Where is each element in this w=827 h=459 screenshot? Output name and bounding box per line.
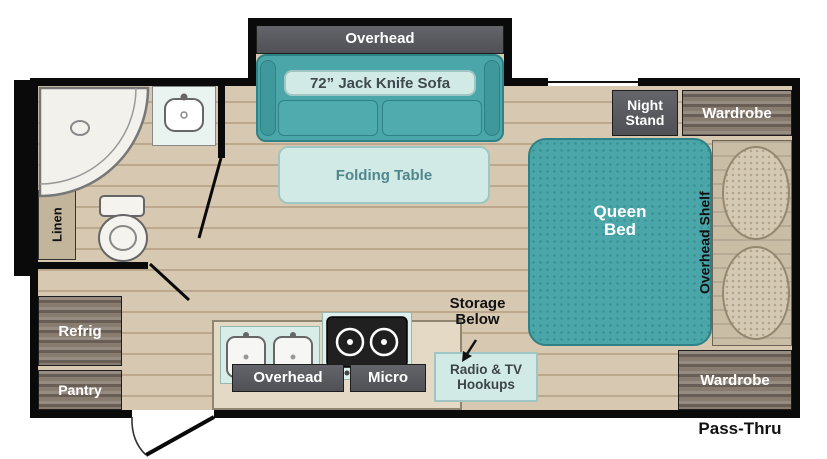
wall-right (792, 78, 800, 418)
wardrobe-top-label: Wardrobe (702, 104, 772, 122)
refrigerator: Refrig (38, 296, 122, 366)
wall-bottom-right (214, 410, 800, 418)
sofa-armrest-left (260, 60, 276, 136)
folding-table: Folding Table (278, 146, 490, 204)
window-top (548, 78, 638, 86)
sofa-overhead-cabinet: Overhead (256, 24, 504, 54)
wall-left (30, 78, 38, 418)
slideout-wall-left (248, 18, 256, 86)
pillow (722, 246, 790, 340)
night-stand: Night Stand (612, 90, 678, 136)
pantry: Pantry (38, 370, 122, 410)
radio-tv-hookups: Radio & TV Hookups (434, 352, 538, 402)
jack-knife-sofa: 72” Jack Knife Sofa (256, 54, 504, 142)
shower-icon (38, 86, 150, 200)
toilet-icon (90, 194, 160, 266)
wall-top-left (30, 78, 252, 86)
refrig-label: Refrig (58, 322, 102, 340)
slideout-wall-right (504, 18, 512, 86)
pantry-label: Pantry (58, 382, 102, 398)
pillow (722, 146, 790, 240)
sofa-cushion-left (278, 100, 378, 136)
kitchen-overhead-cabinet: Overhead (232, 364, 344, 392)
sofa-armrest-right (484, 60, 500, 136)
entry-door-line (145, 415, 215, 457)
front-bumper-wall (14, 80, 30, 276)
microwave: Micro (350, 364, 426, 392)
linen-cabinet: Linen (38, 190, 76, 260)
wall-top-right (638, 78, 800, 86)
wardrobe-bottom: Wardrobe (678, 350, 792, 410)
pass-thru-label: Pass-Thru (698, 419, 782, 438)
folding-table-label: Folding Table (335, 166, 433, 184)
entry-door-opening (132, 410, 214, 418)
micro-label: Micro (367, 369, 408, 387)
sofa-cushion-right (382, 100, 482, 136)
entry-door-arc (131, 416, 147, 456)
queen-bed-label: Queen Bed (593, 202, 647, 239)
wall-top-mid (508, 78, 548, 86)
radio-tv-label: Radio & TV Hookups (449, 362, 522, 392)
slideout-wall-top (248, 18, 512, 26)
linen-label: Linen (49, 207, 65, 243)
sofa-label-pill: 72” Jack Knife Sofa (284, 70, 476, 96)
wall-bottom-left (30, 410, 132, 418)
kitchen-overhead-label: Overhead (253, 369, 323, 387)
queen-bed (528, 138, 712, 346)
overhead-shelf-label: Overhead Shelf (696, 191, 713, 295)
bathroom-sink-icon (152, 86, 216, 146)
bathroom-wall-horizontal (38, 262, 148, 269)
bathroom-wall-vertical (218, 86, 225, 158)
wardrobe-top: Wardrobe (682, 90, 792, 136)
sofa-overhead-label: Overhead (345, 30, 415, 48)
night-stand-label: Night Stand (625, 97, 665, 128)
sofa-label: 72” Jack Knife Sofa (309, 74, 451, 92)
wardrobe-bottom-label: Wardrobe (700, 371, 770, 389)
storage-below-label: Storage Below (449, 295, 506, 328)
